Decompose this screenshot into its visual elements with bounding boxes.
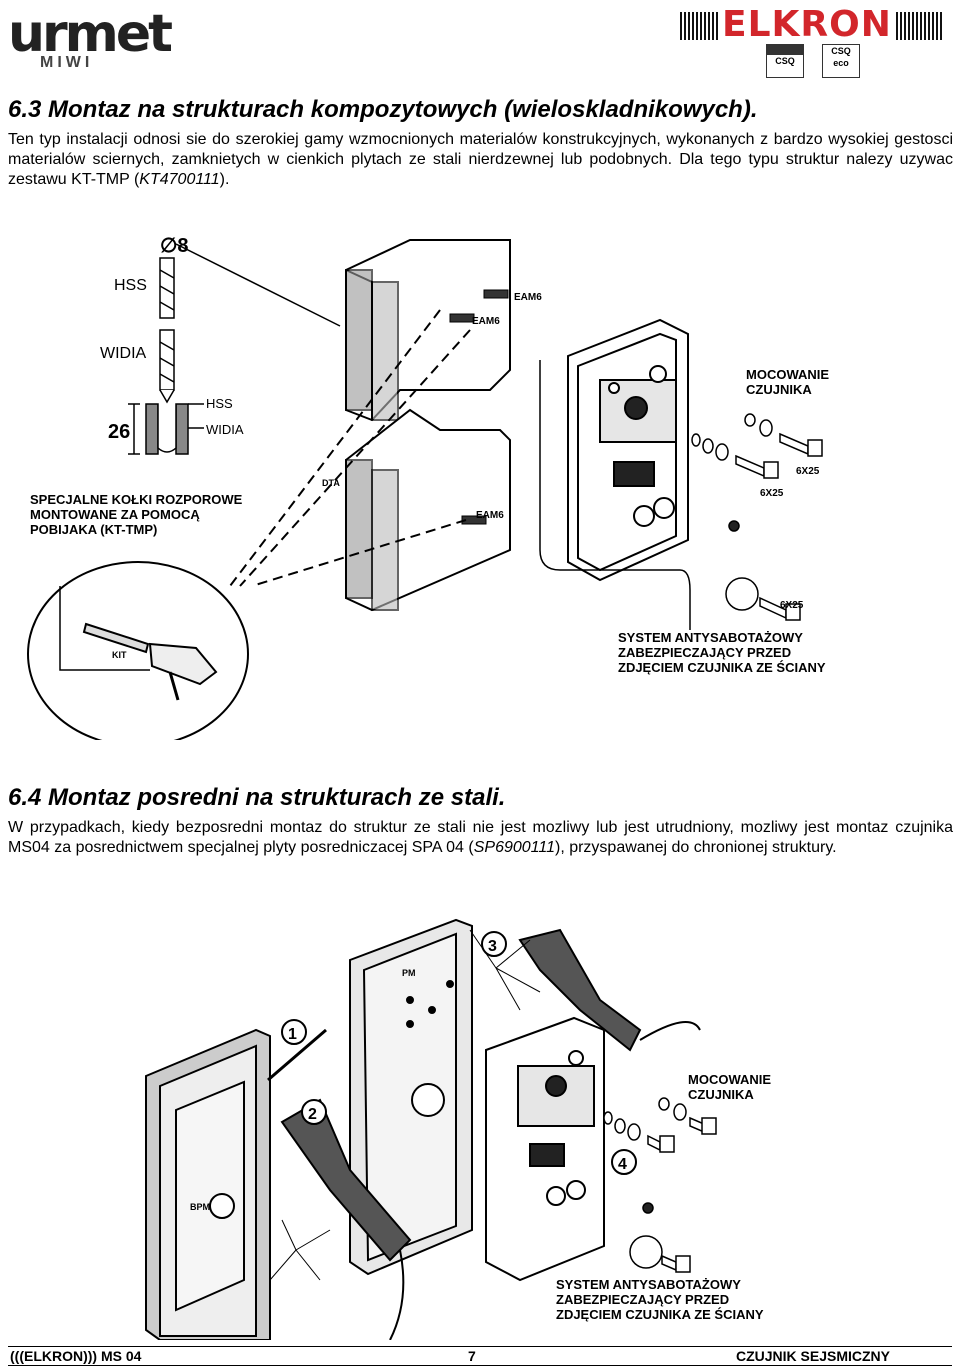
step-3-label: 3 bbox=[488, 938, 497, 955]
csq-cert-label: CSQ bbox=[775, 56, 795, 66]
steel-mounting-diagram: BPM PM 1 2 3 4 bbox=[145, 918, 717, 1340]
composite-panel-upper bbox=[345, 239, 511, 422]
urmet-logo-text: urmet bbox=[8, 4, 173, 64]
eco-label: eco bbox=[833, 58, 849, 68]
mount-label-2-line-1: MOCOWANIE bbox=[688, 1072, 772, 1087]
tamper-note-1-line-1: SYSTEM ANTYSABOTAŻOWY bbox=[618, 630, 803, 645]
pm-label: PM bbox=[402, 968, 416, 978]
kolki-note-line-3: POBIJAKA (KT-TMP) bbox=[30, 522, 158, 537]
kit-code: KT4700111 bbox=[139, 171, 220, 188]
csq-eco-cert-badge: CSQ eco bbox=[822, 44, 860, 78]
hole-section bbox=[128, 403, 204, 455]
kolki-note: SPECJALNE KOŁKI ROZPOROWE MONTOWANE ZA P… bbox=[30, 492, 242, 537]
mount-label-1-line-1: MOCOWANIE bbox=[746, 367, 830, 382]
anchor-label-1: EAM6 bbox=[514, 292, 542, 303]
scriber-tool bbox=[267, 1028, 327, 1082]
drill-widia-label: WIDIA bbox=[100, 345, 147, 362]
mount-label-2-line-2: CZUJNIKA bbox=[688, 1087, 754, 1102]
bpm-label: BPM bbox=[190, 1202, 210, 1212]
mounting-screws-2 bbox=[603, 1097, 717, 1273]
hole-widia-label: WIDIA bbox=[206, 422, 244, 437]
footer-right: CZUJNIK SEJSMICZNY bbox=[735, 1348, 890, 1364]
hole-depth-label: 26 bbox=[108, 421, 130, 443]
sensor-housing bbox=[567, 318, 689, 582]
tamper-note-2-line-2: ZABEZPIECZAJĄCY PRZED bbox=[556, 1292, 730, 1307]
intermediate-plate bbox=[349, 918, 473, 1276]
footer-left: (((ELKRON))) MS 04 bbox=[10, 1348, 142, 1364]
drill-hss-label: HSS bbox=[114, 277, 147, 294]
tamper-note-1-line-3: ZDJĘCIEM CZUJNIKA ZE ŚCIANY bbox=[618, 660, 826, 675]
sensor-housing-2 bbox=[485, 1016, 605, 1282]
section-6-3-text-end: ). bbox=[219, 171, 230, 188]
tamper-note-2: SYSTEM ANTYSABOTAŻOWY ZABEZPIECZAJĄCY PR… bbox=[556, 1277, 764, 1322]
screw-label-2: 6X25 bbox=[760, 488, 784, 499]
sensor-wire bbox=[539, 360, 691, 630]
elkron-logo: ELKRON bbox=[680, 4, 942, 46]
panel-tag: DTA bbox=[322, 478, 340, 488]
steel-structure-plate bbox=[145, 1028, 271, 1340]
kolki-note-line-2: MONTOWANE ZA POMOCĄ bbox=[30, 507, 200, 522]
tamper-note-1: SYSTEM ANTYSABOTAŻOWY ZABEZPIECZAJĄCY PR… bbox=[618, 630, 826, 675]
urmet-logo: urmet MIWI bbox=[8, 4, 173, 82]
page-footer: (((ELKRON))) MS 04 7 CZUJNIK SEJSMICZNY bbox=[8, 1346, 952, 1366]
csq-cert-badge: CSQ bbox=[766, 44, 804, 78]
drill-leader-line bbox=[175, 243, 341, 327]
step-4-label: 4 bbox=[618, 1156, 627, 1173]
step-markers bbox=[281, 931, 637, 1175]
welding-torches bbox=[280, 928, 701, 1340]
step-1-label: 1 bbox=[288, 1026, 297, 1043]
kit-label: KIT bbox=[112, 650, 127, 660]
section-6-4-paragraph: W przypadkach, kiedy bezposredni montaz … bbox=[8, 818, 953, 858]
section-6-4-heading: 6.4 Montaz posredni na strukturach ze st… bbox=[8, 784, 506, 811]
drill-diameter-label: ∅8 bbox=[160, 235, 189, 257]
section-6-3-paragraph: Ten typ instalacji odnosi sie do szeroki… bbox=[8, 130, 953, 190]
section-6-4-text: W przypadkach, kiedy bezposredni montaz … bbox=[8, 819, 953, 856]
anchor-label-2: EAM6 bbox=[472, 316, 500, 327]
composite-mounting-diagram: ∅8 HSS WIDIA 26 HSS WIDIA DTA EAM6 EAM6 … bbox=[27, 235, 823, 740]
mount-label-1: MOCOWANIE CZUJNIKA bbox=[746, 367, 829, 397]
drill-bits bbox=[159, 257, 175, 404]
csq-eco-label: CSQ bbox=[831, 46, 851, 56]
anchors bbox=[449, 289, 509, 525]
hammer-detail-circle bbox=[27, 561, 249, 740]
guide-lines bbox=[229, 309, 471, 587]
tamper-note-1-line-2: ZABEZPIECZAJĄCY PRZED bbox=[618, 645, 792, 660]
mounting-screws bbox=[691, 413, 823, 621]
miwi-logo-text: MIWI bbox=[40, 54, 94, 71]
plate-code: SP6900111 bbox=[473, 839, 555, 856]
mount-label-1-line-2: CZUJNIKA bbox=[746, 382, 812, 397]
section-6-3-text: Ten typ instalacji odnosi sie do szeroki… bbox=[8, 131, 953, 188]
page-number: 7 bbox=[468, 1348, 476, 1364]
step-2-label: 2 bbox=[308, 1106, 317, 1123]
section-6-4-text-end: ), przyspawanej do chronionej struktury. bbox=[554, 839, 837, 856]
tamper-note-2-line-3: ZDJĘCIEM CZUJNIKA ZE ŚCIANY bbox=[556, 1307, 764, 1322]
mount-label-2: MOCOWANIE CZUJNIKA bbox=[688, 1072, 771, 1102]
elkron-logo-text: ELKRON bbox=[718, 4, 896, 46]
weld-sparks bbox=[269, 929, 541, 1281]
anchor-label-3: EAM6 bbox=[476, 510, 504, 521]
screw-label-1: 6X25 bbox=[796, 466, 820, 477]
kolki-note-line-1: SPECJALNE KOŁKI ROZPOROWE bbox=[30, 492, 243, 507]
screw-label-3: 6X25 bbox=[780, 600, 804, 611]
section-6-3-heading: 6.3 Montaz na strukturach kompozytowych … bbox=[8, 96, 758, 123]
hole-hss-label: HSS bbox=[206, 396, 233, 411]
tamper-note-2-line-1: SYSTEM ANTYSABOTAŻOWY bbox=[556, 1277, 741, 1292]
